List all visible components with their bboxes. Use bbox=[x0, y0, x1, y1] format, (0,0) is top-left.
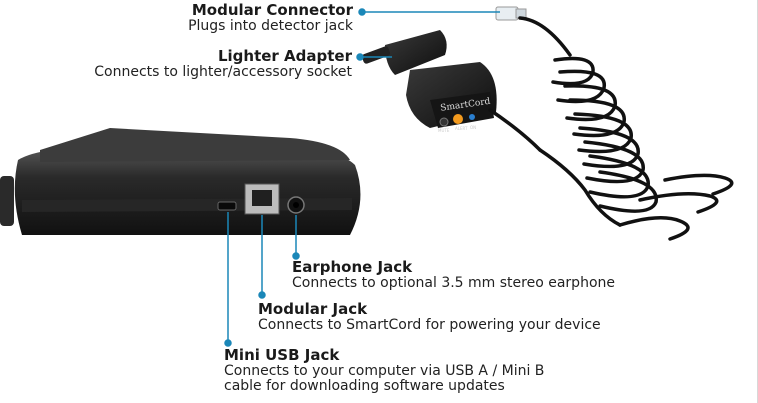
earphone-jack-title: Earphone Jack bbox=[292, 258, 413, 276]
mini-usb-port bbox=[217, 201, 237, 211]
earphone-jack-desc: Connects to optional 3.5 mm stereo earph… bbox=[292, 274, 615, 291]
detector-device bbox=[0, 128, 361, 235]
mute-button bbox=[439, 117, 449, 127]
modular-jack-desc: Connects to SmartCord for powering your … bbox=[258, 316, 601, 333]
modular-connector-desc: Plugs into detector jack bbox=[188, 17, 353, 34]
lighter-adapter-desc: Connects to lighter/accessory socket bbox=[94, 63, 352, 80]
coiled-cord bbox=[488, 16, 734, 241]
mute-label: MUTE bbox=[438, 128, 450, 133]
modular-jack-callout: Modular Jack Connects to SmartCord for p… bbox=[258, 301, 601, 333]
mini-usb-jack-desc-line1: Connects to your computer via USB A / Mi… bbox=[224, 362, 545, 379]
mini-usb-jack-callout: Mini USB Jack Connects to your computer … bbox=[224, 347, 544, 394]
modular-connector-title: Modular Connector bbox=[191, 1, 353, 19]
alert-label: ALERT bbox=[455, 126, 468, 131]
orange-led-icon bbox=[453, 114, 463, 124]
smartcord-plug: SmartCord MUTE ALERT ON bbox=[361, 30, 497, 133]
on-label: ON bbox=[470, 125, 476, 130]
lighter-adapter-callout: Lighter Adapter Connects to lighter/acce… bbox=[94, 48, 352, 80]
modular-jack-title: Modular Jack bbox=[258, 300, 368, 318]
blue-led-icon bbox=[469, 114, 475, 120]
leader-lines bbox=[224, 8, 500, 347]
earphone-jack-callout: Earphone Jack Connects to optional 3.5 m… bbox=[292, 259, 615, 291]
mini-usb-jack-title: Mini USB Jack bbox=[224, 346, 340, 364]
modular-connector-callout: Modular Connector Plugs into detector ja… bbox=[188, 2, 353, 34]
lighter-adapter-title: Lighter Adapter bbox=[217, 47, 352, 65]
rj-connector bbox=[495, 6, 527, 21]
mini-usb-jack-desc-line2: cable for downloading software updates bbox=[224, 377, 505, 394]
modular-jack-port bbox=[244, 183, 280, 215]
